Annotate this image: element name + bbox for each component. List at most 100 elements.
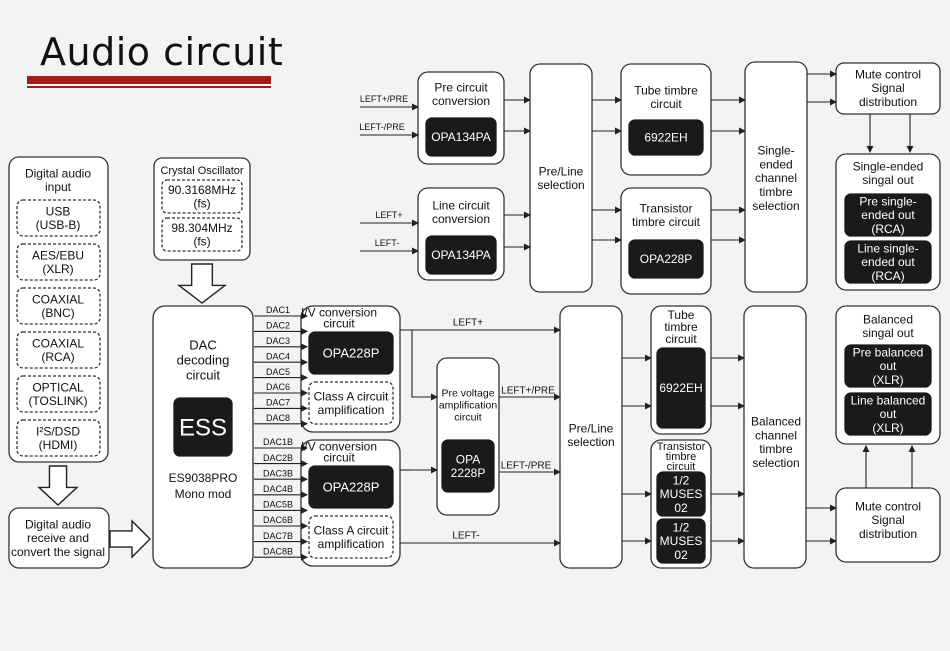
dac-line-b-label: DAC7B	[263, 531, 293, 541]
ess-logo-label: ESS	[179, 414, 227, 441]
transistor-bottom-chip	[656, 471, 706, 517]
iv-top-chip	[308, 331, 394, 375]
crystal-item-label-line-2: (fs)	[193, 197, 210, 211]
balanced-timbre-label-line-3: timbre	[759, 442, 793, 456]
receive-to-dac-arrow	[109, 519, 151, 559]
digital-input-item	[16, 419, 101, 457]
iv-top-amp-label-line-1: Class A circuit	[314, 389, 389, 403]
dac-line-a-label: DAC2	[266, 321, 290, 331]
pre-voltage-title-line-1: Pre voltage	[441, 388, 494, 400]
dac-label-line-3: circuit	[186, 368, 220, 383]
pre-line-bottom-label-line-1: Pre/Line	[569, 421, 614, 435]
transistor-bottom-chip-label-line-3: 02	[674, 548, 688, 562]
balanced-out-item-label-line-2: out	[880, 359, 897, 373]
crystal-item	[161, 179, 243, 214]
iv-top-branch	[411, 330, 438, 401]
tube-bottom-title-line-2: timbre	[664, 320, 698, 334]
pre-voltage-chip-label-line-1: OPA	[456, 452, 480, 466]
title-underline	[27, 76, 271, 84]
dac-label-line-1: DAC	[189, 338, 216, 353]
pre-circuit-chip-label: OPA134PA	[431, 130, 491, 144]
balanced-timbre-label-line-4: selection	[752, 456, 799, 470]
tube-bottom-chip	[656, 347, 706, 429]
transistor-bottom-chip-label-line-2: MUSES	[660, 487, 703, 501]
digital-input-item	[16, 331, 101, 369]
single-out-item-label-line-2: ended out	[861, 255, 915, 269]
transistor-bottom-title-line-2: timbre	[666, 451, 697, 463]
receive-box	[8, 507, 110, 569]
mute-top-label-line-2: Signal	[871, 81, 904, 95]
in-left-minus-label: LEFT-	[375, 238, 400, 248]
receive-label-line-3: convert the signal	[11, 545, 105, 559]
dac-line-b-label: DAC1B	[263, 437, 293, 447]
single-timbre-box	[744, 61, 808, 293]
digital-input-item	[16, 375, 101, 413]
iv-top-title-line-2: circuit	[323, 317, 355, 331]
crystal-item-label-line-1: 90.3168MHz	[168, 183, 236, 197]
transistor-top-title-line-1: Transistor	[640, 201, 693, 215]
single-out-item-label-line-3: (RCA)	[871, 222, 904, 236]
single-out-title-line-1: Single-ended	[853, 159, 924, 173]
digital-input-item-label-line-2: (RCA)	[41, 350, 74, 364]
receive-label-line-1: Digital audio	[25, 517, 91, 531]
transistor-bottom-title-line-3: circuit	[667, 461, 696, 473]
pre-line-top-box	[529, 63, 593, 293]
crystal-item-label-line-2: (fs)	[193, 235, 210, 249]
pre-circuit-title-line-1: Pre circuit	[434, 80, 488, 94]
dac-model-line-2: Mono mod	[175, 487, 232, 501]
dac-model-line-1: ES9038PRO	[169, 471, 238, 485]
tube-top-title-line-1: Tube timbre	[634, 83, 698, 97]
balanced-timbre-box	[743, 305, 807, 569]
iv-top-chip-label: OPA228P	[323, 346, 380, 361]
digital-input-item-label-line-2: (XLR)	[42, 262, 73, 276]
in-left-minus-pre-label: LEFT-/PRE	[359, 122, 405, 132]
digital-input-item-label-line-2: (USB-B)	[36, 218, 81, 232]
single-out-item-label-line-1: Line single-	[857, 241, 918, 255]
transistor-bottom-chip-label-line-1: 1/2	[673, 520, 690, 534]
title-underline-thin	[27, 86, 271, 88]
balanced-out-item-label-line-1: Line balanced	[851, 393, 926, 407]
digital-input-title-line-2: input	[45, 180, 72, 194]
digital-input-item	[16, 287, 101, 325]
single-timbre-label-line-3: channel	[755, 171, 797, 185]
line-circuit-chip-label: OPA134PA	[431, 248, 491, 262]
transistor-bottom-chip-label-line-3: 02	[674, 501, 688, 515]
balanced-out-item-label-line-3: (XLR)	[872, 373, 903, 387]
digital-input-item-label-line-1: COAXIAL	[32, 336, 84, 350]
digital-input-title-line-1: Digital audio	[25, 166, 91, 180]
dac-line-a-label: DAC8	[266, 413, 290, 423]
iv-top-amp	[308, 381, 394, 425]
iv-top-amp-label-line-2: amplification	[318, 403, 385, 417]
left-minus-label: LEFT-	[452, 531, 479, 542]
tube-top-chip	[628, 119, 704, 156]
dac-line-a-label: DAC3	[266, 336, 290, 346]
mute-top-label-line-3: distribution	[859, 95, 917, 109]
balanced-out-item-label-line-1: Pre balanced	[853, 345, 924, 359]
balanced-timbre-label-line-1: Balanced	[751, 415, 801, 429]
single-out-item-label-line-2: ended out	[861, 208, 915, 222]
digital-input-item	[16, 199, 101, 237]
ess-logo	[173, 397, 233, 457]
pre-line-top-label-line-2: selection	[537, 178, 584, 192]
digital-input-item-label-line-1: I²S/DSD	[36, 424, 80, 438]
transistor-bottom-title-line-1: Transistor	[657, 441, 706, 453]
single-timbre-label-line-1: Single-	[757, 144, 794, 158]
balanced-out-title-line-2: singal out	[862, 326, 914, 340]
tube-top-chip-label: 6922EH	[644, 131, 687, 145]
crystal-item-label-line-1: 98.304MHz	[171, 221, 232, 235]
mute-top-box	[835, 62, 941, 115]
pre-circuit-chip	[425, 117, 497, 157]
line-circuit-title-line-1: Line circuit	[432, 198, 490, 212]
crystal-item	[161, 217, 243, 252]
pre-voltage-chip-label-line-2: 2228P	[451, 466, 486, 480]
single-timbre-label-line-4: timbre	[759, 185, 793, 199]
iv-bottom-chip-label: OPA228P	[323, 480, 380, 495]
dac-line-a-label: DAC4	[266, 351, 290, 361]
pre-line-top-label-line-1: Pre/Line	[539, 164, 584, 178]
pre-voltage-title-line-2: amplification	[439, 400, 498, 412]
single-out-item	[844, 240, 932, 284]
pre-circuit-title-line-2: conversion	[432, 94, 490, 108]
pre-line-bottom-box	[559, 305, 623, 569]
dac-line-b-label: DAC5B	[263, 500, 293, 510]
